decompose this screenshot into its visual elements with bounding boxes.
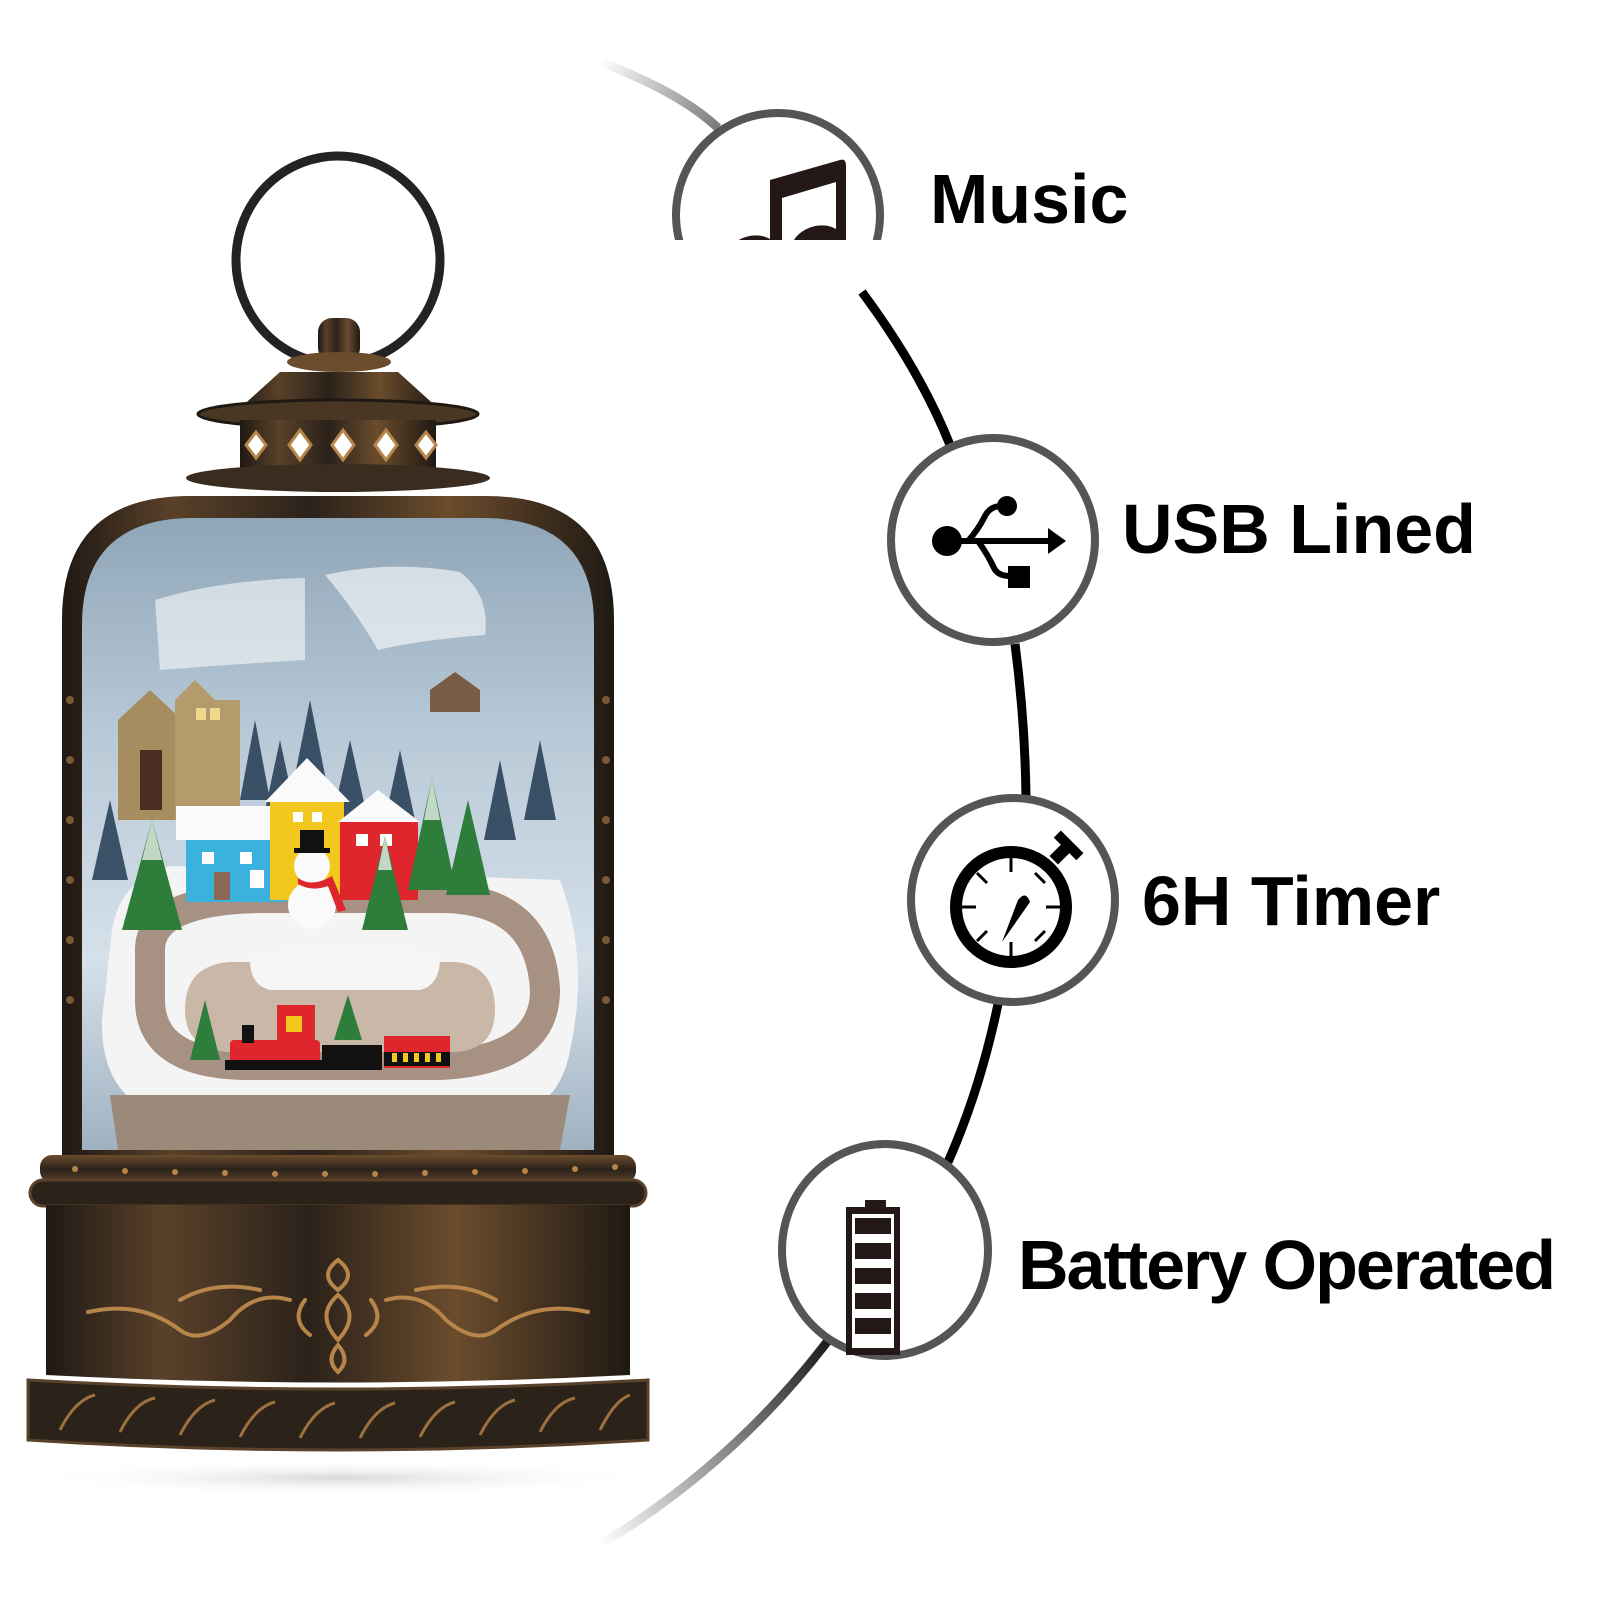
stopwatch-icon — [907, 794, 1119, 1006]
feature-label-battery: Battery Operated — [1018, 1226, 1556, 1304]
feature-label-timer: 6H Timer — [1142, 862, 1441, 940]
feature-label-usb: USB Lined — [1122, 490, 1476, 568]
battery-icon — [778, 1140, 992, 1360]
usb-icon — [887, 434, 1099, 646]
music-note-icon — [672, 109, 884, 240]
feature-label-music: Music — [930, 160, 1129, 238]
